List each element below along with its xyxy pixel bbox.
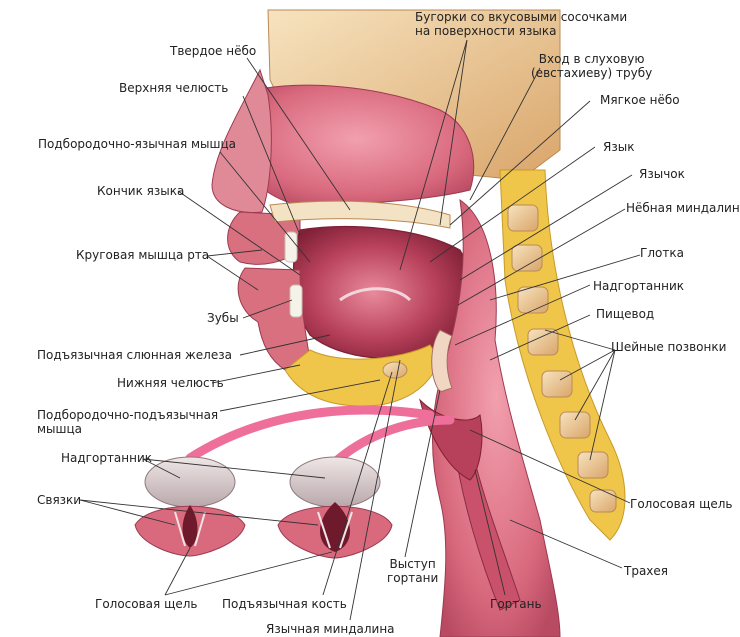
trachea-shape [454, 439, 521, 611]
nose [211, 68, 272, 214]
label-esophagus: Пищевод [596, 307, 655, 321]
label-soft-palate: Мягкое нёбо [600, 93, 680, 107]
label-genioglossus: Подбородочно-язычная мышца [38, 137, 237, 151]
leader-lines [79, 39, 641, 621]
label-hard-palate: Твердое нёбо [170, 44, 257, 58]
label-tongue-tip: Кончик языка [97, 184, 185, 198]
label-cervical-vertebrae: Шейные позвонки [611, 340, 727, 354]
upper-tooth [284, 231, 298, 263]
inset-larynx-open [134, 456, 246, 557]
epiglottis-shape [431, 329, 453, 393]
label-epiglottis-left: Надгортанник [61, 451, 153, 465]
label-ligaments: Связки [37, 493, 82, 507]
label-larynx-prominence: Выступ гортани [387, 557, 439, 585]
lower-tooth [289, 284, 303, 318]
label-hyoid-bone: Подъязычная кость [222, 597, 347, 611]
label-taste-buds: Бугорки со вкусовыми сосочками на поверх… [415, 10, 628, 38]
tongue-fold [339, 287, 412, 302]
label-lower-jaw: Нижняя челюсть [117, 376, 224, 390]
head-section [211, 9, 626, 637]
label-pharynx: Глотка [640, 246, 684, 260]
nasal-cavity [239, 84, 475, 206]
label-auditory-tube: Вход в слуховую (евстахиеву) трубу [531, 52, 653, 80]
label-geniohyoid: Подбородочно-подъязычная мышца [37, 408, 219, 436]
label-glottis-left: Голосовая щель [95, 597, 198, 611]
label-orbicularis-oris: Круговая мышца рта [76, 248, 210, 262]
label-sublingual-gland: Подъязычная слюнная железа [37, 348, 232, 362]
lower-lip-chin [237, 267, 311, 371]
label-teeth: Зубы [207, 311, 239, 325]
inset-connectors [185, 405, 455, 467]
label-palatine-tonsil: Нёбная миндалина [626, 201, 740, 215]
label-glottis-right: Голосовая щель [630, 497, 733, 511]
label-larynx: Гортань [490, 597, 542, 611]
label-lingual-tonsil: Язычная миндалина [266, 622, 395, 636]
label-trachea: Трахея [624, 564, 669, 578]
label-upper-jaw: Верхняя челюсть [119, 81, 229, 95]
vertebrae [507, 204, 617, 513]
label-epiglottis-right: Надгортанник [593, 279, 685, 293]
hyoid-shape [382, 361, 408, 379]
label-tongue: Язык [603, 140, 635, 154]
hard-palate-shape [269, 200, 451, 229]
label-uvula: Язычок [639, 167, 685, 181]
inset-larynx-wide [277, 456, 393, 559]
